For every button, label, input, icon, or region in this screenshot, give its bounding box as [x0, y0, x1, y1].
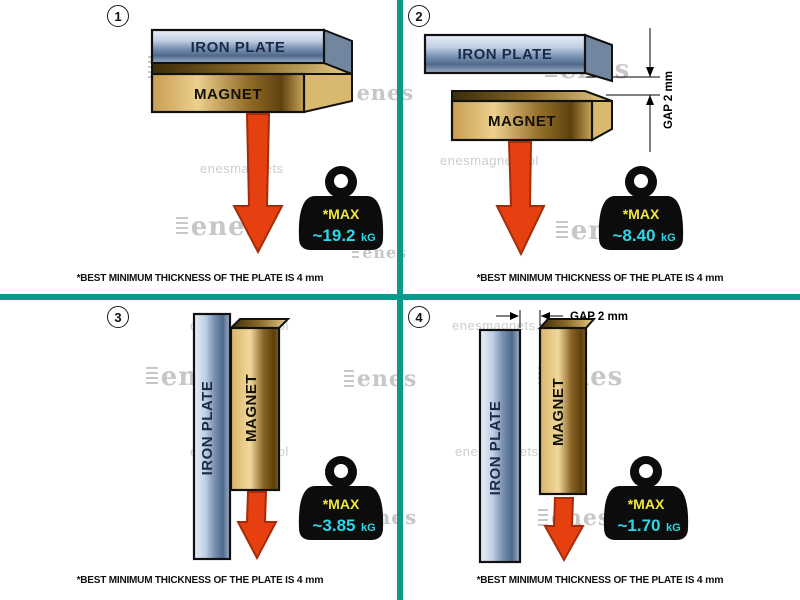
brand-bars-icon	[344, 370, 354, 388]
gap-label: GAP 2 mm	[663, 71, 675, 129]
watermark-brand-text: enes	[356, 80, 415, 105]
magnet	[150, 62, 353, 114]
caption: *BEST MINIMUM THICKNESS OF THE PLATE IS …	[0, 574, 400, 586]
weight-body	[298, 196, 384, 250]
panel-number-badge: 1	[107, 5, 129, 27]
watermark-brand-text: enes	[356, 366, 418, 392]
gap-dimension: GAP 2 mm	[586, 28, 675, 152]
weight-value: ~3.85	[312, 516, 355, 535]
panel-3: 3 IRON PLATE MAGNET	[0, 300, 400, 600]
weight-unit: kG	[361, 522, 376, 534]
weight-handle-hole	[334, 464, 348, 478]
watermark-site: enesmagnets.pl	[452, 318, 551, 333]
magnet-label: MAGNET	[550, 378, 567, 446]
max-label: *MAX	[323, 496, 360, 512]
caption-text: *BEST MINIMUM THICKNESS OF THE PLATE IS	[76, 273, 295, 284]
caption: *BEST MINIMUM THICKNESS OF THE PLATE IS …	[400, 272, 800, 284]
magnet	[537, 318, 597, 496]
weight-value: ~1.70	[617, 516, 660, 535]
panel-2-art: GAP 2 mm IRON PLATE MAGNET *MAX ~8.40 kG	[423, 28, 684, 257]
weight-icon: *MAX ~8.40 kG	[598, 166, 684, 250]
weight-body	[298, 486, 384, 540]
iron-plate-label: IRON PLATE	[487, 401, 504, 496]
brand-bars-icon	[538, 509, 548, 527]
caption-bold: 4 mm	[696, 574, 724, 586]
iron-plate	[478, 328, 522, 564]
panel-4-art: GAP 2 mm IRON PLATE MAGNET *MAX ~1.70 kG	[478, 310, 689, 564]
brand-bars-icon	[176, 216, 188, 238]
caption-text: *BEST MINIMUM THICKNESS OF THE PLATE IS	[476, 273, 695, 284]
caption-bold: 4 mm	[696, 272, 724, 284]
panel-1-art: IRON PLATE MAGNET *MAX ~19.2 kG	[150, 28, 384, 255]
caption-bold: 4 mm	[296, 272, 324, 284]
weight-unit: kG	[361, 232, 376, 244]
pull-arrow-icon	[495, 141, 546, 257]
iron-plate	[150, 28, 353, 76]
caption-text: *BEST MINIMUM THICKNESS OF THE PLATE IS	[476, 575, 695, 586]
magnet	[450, 90, 613, 142]
divider-vertical	[397, 0, 403, 600]
max-label: *MAX	[628, 496, 665, 512]
iron-plate-label: IRON PLATE	[458, 46, 553, 63]
weight-unit: kG	[661, 232, 676, 244]
panel-3-art: IRON PLATE MAGNET *MAX ~3.85 kG	[192, 312, 384, 561]
weight-unit: kG	[666, 522, 681, 534]
iron-plate-label: IRON PLATE	[191, 39, 286, 56]
panel-1: 1 IRON PLATE	[0, 0, 400, 294]
divider-horizontal	[0, 294, 800, 300]
caption: *BEST MINIMUM THICKNESS OF THE PLATE IS …	[0, 272, 400, 284]
brand-bars-icon	[556, 220, 568, 242]
panel-number-badge: 2	[408, 5, 430, 27]
weight-handle-hole	[639, 464, 653, 478]
caption-text: *BEST MINIMUM THICKNESS OF THE PLATE IS	[76, 575, 295, 586]
weight-value: ~19.2	[312, 226, 355, 245]
watermark-brand-logo: enes	[344, 366, 417, 392]
weight-icon: *MAX ~1.70 kG	[603, 456, 689, 540]
magnet-label: MAGNET	[488, 113, 556, 130]
weight-body	[598, 196, 684, 250]
panel-4: 4 GAP 2 mm	[400, 300, 800, 600]
magnet	[228, 318, 291, 492]
caption: *BEST MINIMUM THICKNESS OF THE PLATE IS …	[400, 574, 800, 586]
weight-handle-hole	[634, 174, 648, 188]
magnet-label: MAGNET	[243, 374, 260, 442]
caption-bold: 4 mm	[296, 574, 324, 586]
iron-plate-label: IRON PLATE	[199, 381, 216, 476]
panel-number-badge: 3	[107, 306, 129, 328]
max-label: *MAX	[323, 206, 360, 222]
pull-arrow-icon	[236, 491, 278, 561]
magnet-label: MAGNET	[194, 86, 262, 103]
brand-bars-icon	[352, 246, 360, 259]
panel-2: 2 GAP 2 mm	[400, 0, 800, 294]
pull-arrow-icon	[543, 497, 585, 563]
weight-icon: *MAX ~19.2 kG	[298, 166, 384, 250]
brand-bars-icon	[146, 366, 158, 388]
panel-number-badge: 4	[408, 306, 430, 328]
iron-plate	[423, 33, 613, 83]
weight-body	[603, 486, 689, 540]
weight-value: ~8.40	[612, 226, 655, 245]
iron-plate	[192, 312, 232, 561]
max-label: *MAX	[623, 206, 660, 222]
pull-arrow-icon	[232, 113, 284, 255]
weight-handle-hole	[334, 174, 348, 188]
weight-icon: *MAX ~3.85 kG	[298, 456, 384, 540]
